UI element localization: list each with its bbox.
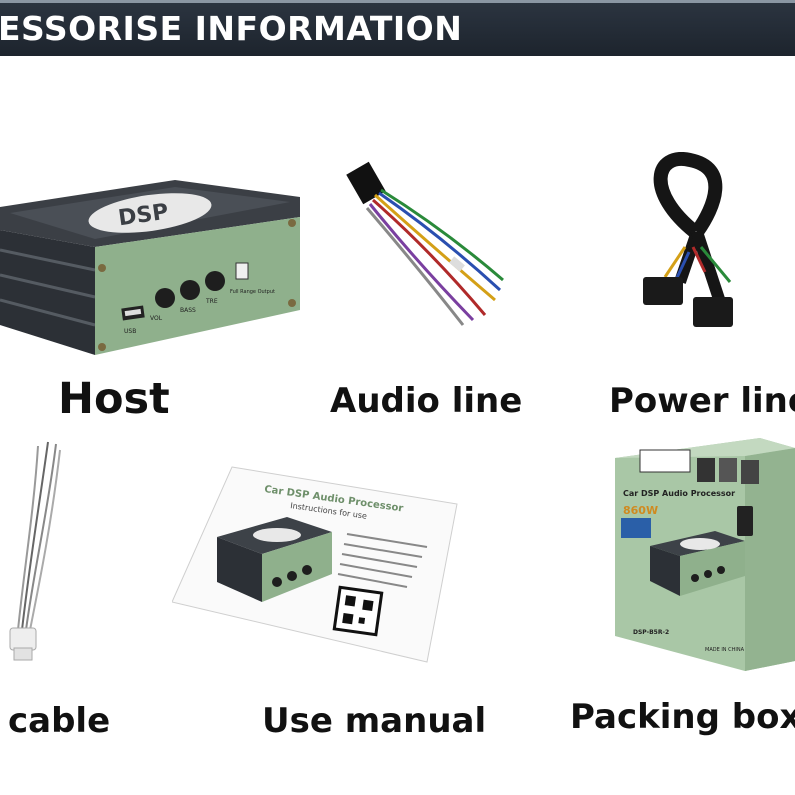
- usb-label: USB: [124, 328, 136, 335]
- knob-label-vol: VOL: [150, 315, 163, 322]
- manual-image: Car DSP Audio Processor Instructions for…: [171, 462, 462, 667]
- section-title: ESSORISE INFORMATION: [0, 9, 463, 48]
- box-power: 860W: [623, 504, 658, 517]
- box-model: DSP-B5R-2: [633, 629, 669, 636]
- output-label: Full Range Output: [230, 289, 275, 295]
- audio-line-image: [345, 160, 510, 330]
- box-origin: MADE IN CHINA: [705, 647, 745, 653]
- knob-label-tre: TRE: [205, 298, 218, 305]
- cable-image: [0, 440, 75, 665]
- audio-line-label: Audio line: [330, 381, 523, 421]
- cable-label: cable: [8, 701, 111, 741]
- knob-label-bass: BASS: [180, 307, 196, 314]
- host-label: Host: [58, 374, 170, 424]
- power-line-label: Power line: [609, 381, 795, 421]
- power-line-image: [635, 152, 765, 337]
- packing-box-label: Packing box: [570, 697, 795, 737]
- box-title: Car DSP Audio Processor: [623, 489, 735, 498]
- manual-label: Use manual: [262, 701, 487, 741]
- packing-box-image: Car DSP Audio Processor 860W DSP-B5R-2 M…: [605, 436, 795, 671]
- section-banner: ESSORISE INFORMATION: [0, 0, 795, 56]
- host-image: DSP VOL BASS TRE USB Full Range Output: [0, 175, 305, 365]
